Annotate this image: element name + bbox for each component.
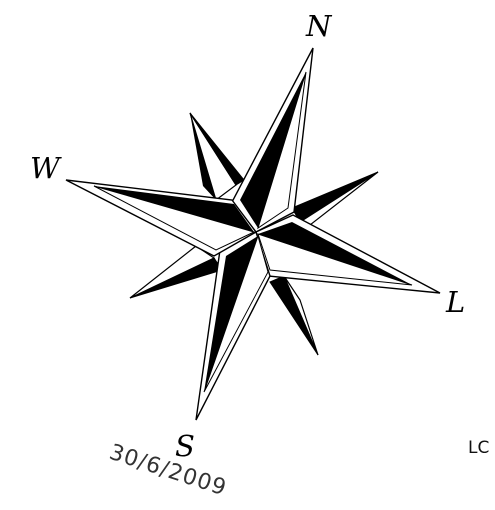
east-label: L [445, 285, 465, 319]
compass-point-ne [292, 172, 378, 225]
compass-point-se [270, 276, 318, 355]
west-label: W [30, 151, 62, 185]
compass-point-nw [190, 113, 244, 200]
north-label: N [305, 9, 333, 43]
south-label: S [175, 429, 195, 463]
date-label: 30/6/2009 [106, 440, 230, 501]
corner-label: LC [468, 438, 489, 458]
